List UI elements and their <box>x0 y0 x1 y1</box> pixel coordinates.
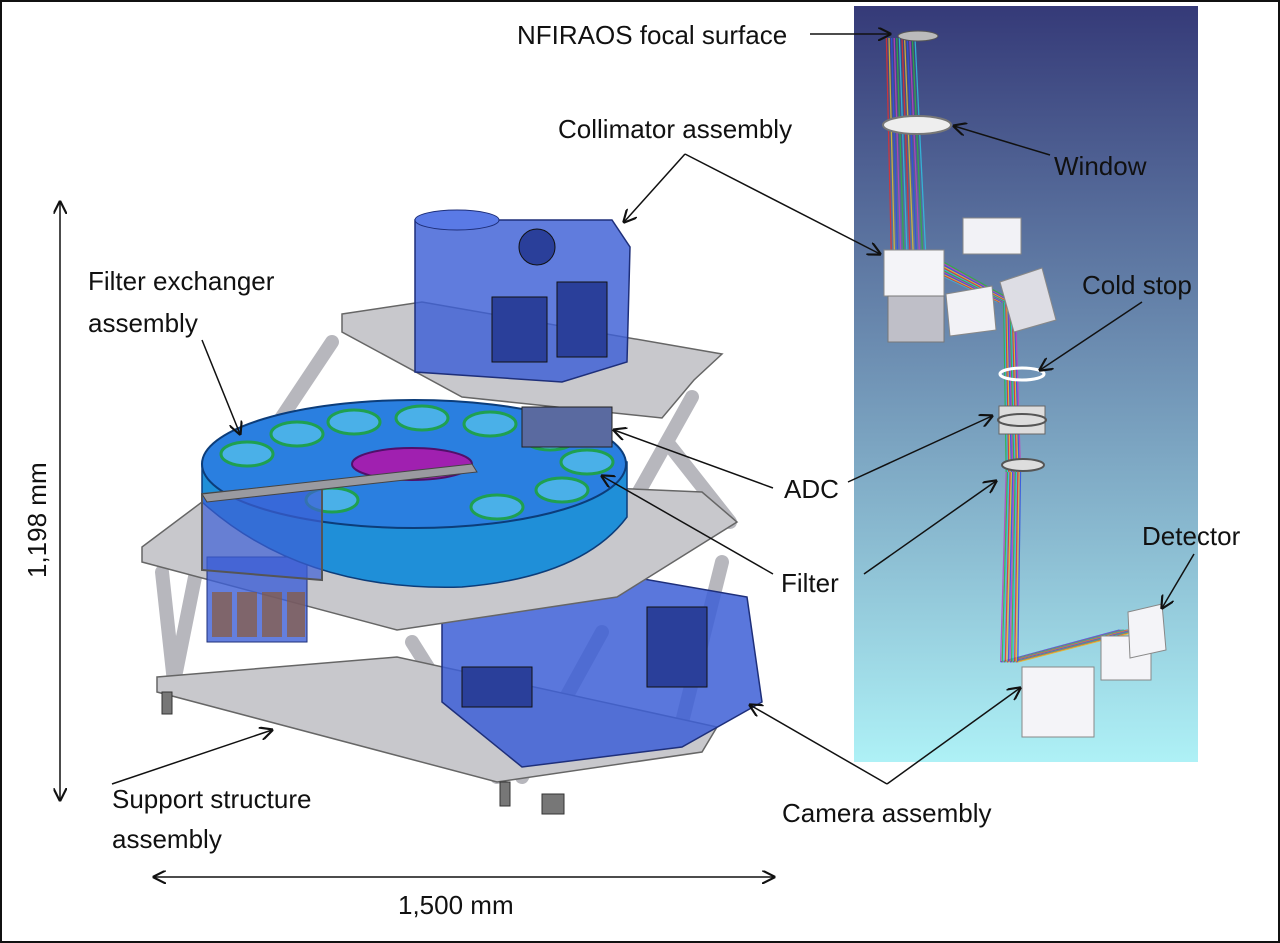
detector-label: Detector <box>1142 521 1241 551</box>
focal-surface <box>897 30 939 42</box>
filter-exchanger-label-line2: assembly <box>88 308 198 338</box>
collimator-box-2 <box>887 295 945 343</box>
collimator-detail-3 <box>518 228 556 266</box>
exchanger-bar <box>201 463 478 503</box>
width-dimension-label: 1,500 mm <box>398 890 514 920</box>
ray-line <box>1012 471 1018 663</box>
nfiraos-label: NFIRAOS focal surface <box>517 20 787 50</box>
ray-line <box>1017 471 1022 663</box>
window-element <box>882 115 952 135</box>
ray-line <box>1004 471 1011 663</box>
ray-line <box>888 37 896 253</box>
filter-element <box>1001 458 1045 472</box>
adc-element <box>998 405 1046 435</box>
ray-line <box>1014 471 1019 663</box>
collimator-box-1 <box>883 249 945 297</box>
ray-line <box>1009 301 1015 473</box>
leader-arrows <box>60 34 1195 877</box>
support-label-line2: assembly <box>112 824 222 854</box>
filter-slots <box>219 404 615 521</box>
ray-line <box>914 37 927 253</box>
collimator-box-5 <box>999 267 1057 333</box>
ray-line <box>1006 301 1011 473</box>
camera-fold-box <box>1021 666 1095 738</box>
camera-detail-2 <box>461 666 533 708</box>
ray-line <box>1006 471 1013 663</box>
ray-line <box>906 37 917 253</box>
optical-elements <box>882 30 1167 738</box>
cold-stop-label: Cold stop <box>1082 270 1192 300</box>
adc-ring <box>997 413 1047 427</box>
ray-line <box>896 37 905 253</box>
ray-line <box>909 37 921 253</box>
collimator-box-3 <box>962 217 1022 255</box>
collimator-detail-1 <box>491 296 548 363</box>
ray-line <box>1008 301 1014 473</box>
ray-line <box>893 37 902 253</box>
ray-line <box>1001 471 1009 663</box>
ray-line <box>903 37 914 253</box>
ray-line <box>1015 471 1020 663</box>
camera-label: Camera assembly <box>782 798 992 828</box>
collimator-label: Collimator assembly <box>558 114 792 144</box>
feet <box>161 691 565 815</box>
ray-line <box>1003 471 1010 663</box>
ray-line <box>885 37 892 253</box>
ray-line <box>1017 629 1143 663</box>
ray-line <box>1005 301 1010 473</box>
cold-stop-element <box>998 366 1046 382</box>
ray-line <box>890 37 899 253</box>
support-label-line1: Support structure <box>112 784 311 814</box>
ray-line <box>1011 301 1018 473</box>
detector-element <box>1127 603 1167 659</box>
filter-magazine-cells <box>212 592 305 637</box>
adc-housing <box>521 406 613 448</box>
ray-line <box>1004 301 1009 473</box>
adc-label: ADC <box>784 474 839 504</box>
collimator-top <box>414 209 500 231</box>
ray-line <box>898 37 908 253</box>
filter-exchanger-label-line1: Filter exchanger <box>88 266 275 296</box>
height-dimension-label: 1,198 mm <box>22 462 52 578</box>
ray-line <box>1003 301 1007 473</box>
ray-line <box>911 37 924 253</box>
ray-line <box>901 37 911 253</box>
ray-line <box>1010 301 1016 473</box>
collimator-detail-2 <box>556 281 608 358</box>
ray-line <box>1009 471 1015 663</box>
camera-detail-1 <box>646 606 708 688</box>
filter-label: Filter <box>781 568 839 598</box>
ray-line <box>1007 471 1014 663</box>
instrument-assembly <box>141 209 763 815</box>
ray-line <box>1010 471 1016 663</box>
ray-line <box>1007 301 1013 473</box>
collimator-box-4 <box>945 285 997 337</box>
window-label: Window <box>1054 151 1147 181</box>
ray-line <box>999 471 1007 663</box>
